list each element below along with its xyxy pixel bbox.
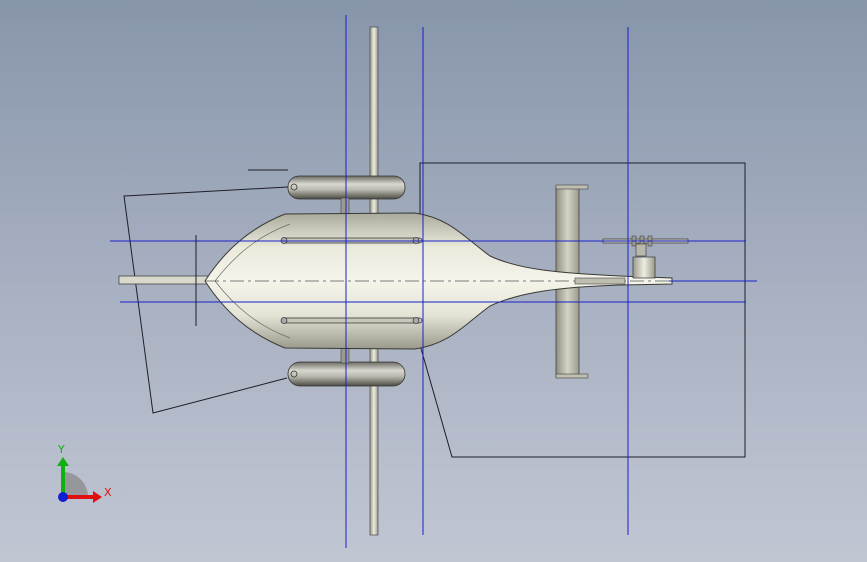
nose-boom (118, 275, 212, 285)
triad-y-label: Y (58, 443, 65, 456)
landing-skid-bottom (280, 317, 423, 324)
tail-rotor-assembly (602, 235, 689, 279)
sketch-outline-group (123, 162, 746, 458)
sketch-front-polygon (123, 186, 289, 414)
triad-xy-plane-arc (63, 472, 88, 497)
sketch-rear-rect (419, 162, 746, 458)
triad-x-arrow (93, 491, 102, 503)
tail-boom-fairing (574, 277, 626, 285)
triad-z-axis-dot (58, 492, 68, 502)
reference-triad[interactable] (57, 457, 102, 503)
construction-lines-group (110, 15, 757, 548)
triad-x-label: X (104, 486, 112, 499)
triad-y-arrow (57, 457, 69, 466)
fuselage-inner-contour (214, 223, 291, 339)
